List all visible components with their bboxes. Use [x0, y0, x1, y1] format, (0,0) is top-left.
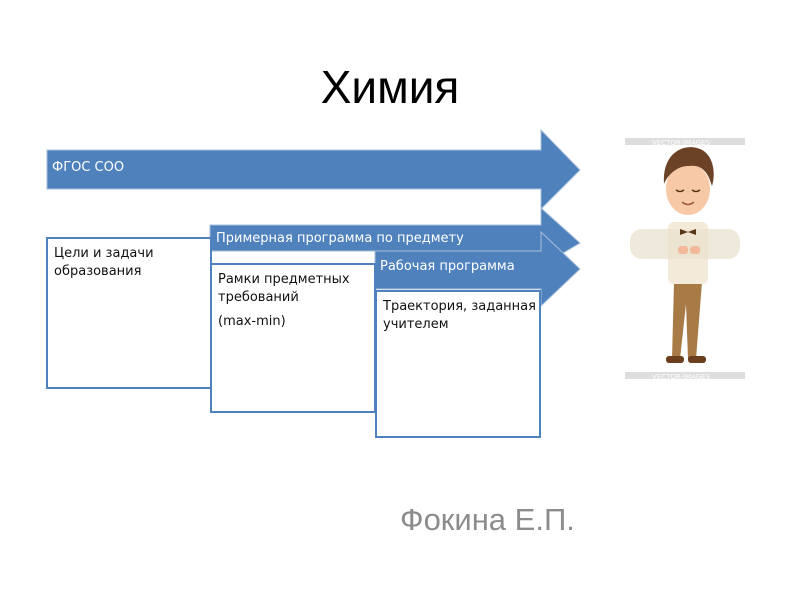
arrow-label-fgos: ФГОС СОО: [52, 160, 125, 175]
teacher-illustration: VECTOR-IMAGES VECTOR-IMAGES: [625, 138, 745, 381]
author-name: Фокина Е.П.: [400, 502, 575, 537]
box-requirements-range: (max-min): [218, 314, 286, 329]
box-requirements-text: Рамки предметных требований: [218, 272, 350, 305]
arrow-work-program: [374, 230, 581, 308]
box-trajectory: Траектория, заданная учителем: [375, 290, 541, 438]
arrow-fgos: [46, 128, 581, 211]
svg-text:VECTOR-IMAGES: VECTOR-IMAGES: [652, 373, 711, 381]
svg-text:VECTOR-IMAGES: VECTOR-IMAGES: [652, 139, 711, 147]
box-trajectory-text: Траектория, заданная учителем: [383, 299, 536, 332]
slide-title: Химия: [320, 61, 460, 113]
box-goals: Цели и задачи образования: [46, 237, 212, 389]
box-requirements: Рамки предметных требований (max-min): [210, 263, 376, 413]
arrow-label-work-program: Рабочая программа: [380, 259, 515, 274]
arrow-label-sample-program: Примерная программа по предмету: [216, 231, 464, 246]
box-goals-text: Цели и задачи образования: [54, 246, 154, 279]
